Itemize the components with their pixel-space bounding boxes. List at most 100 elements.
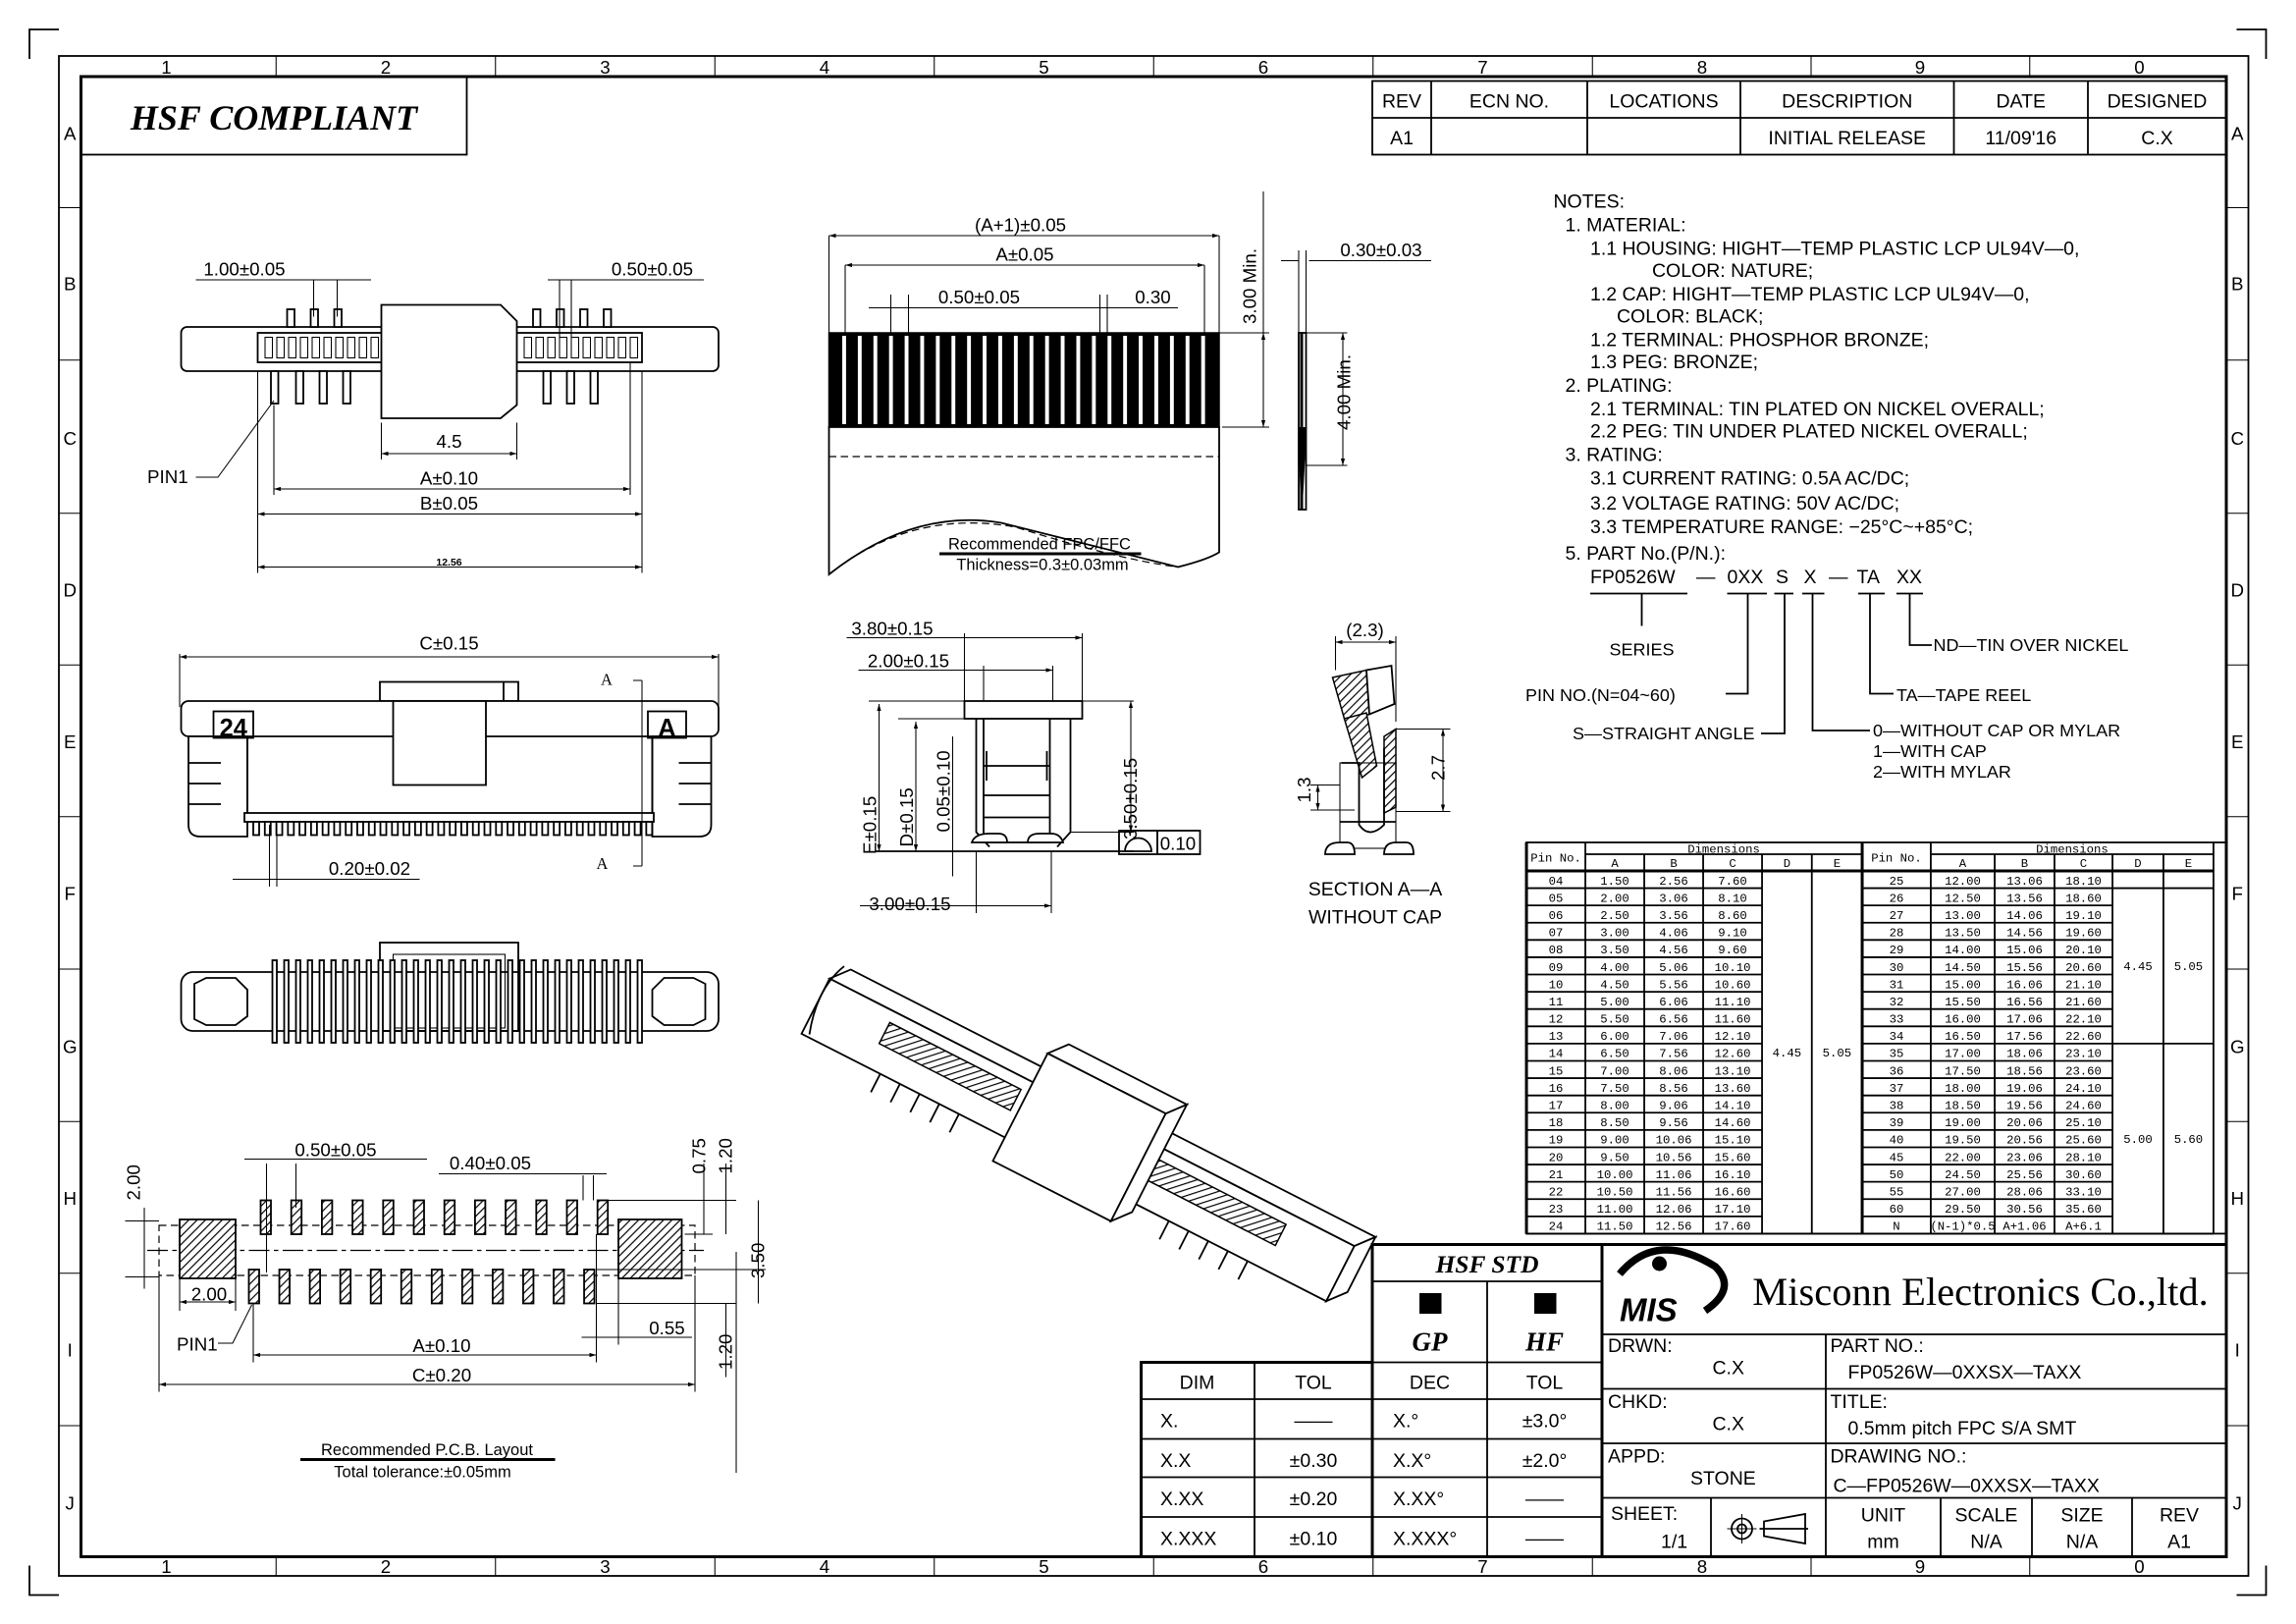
dimension-cell: 6.00 <box>1600 1030 1629 1044</box>
dimension-cell: (N-1)*0.5 <box>1930 1220 1995 1234</box>
terminal <box>460 821 468 837</box>
dimension-cell: 19.06 <box>2006 1082 2043 1096</box>
dimension-cell: 4.06 <box>1659 927 1687 941</box>
part-number-breakdown: FP0526W — 0XX S X — TA XX SERIES PIN NO.… <box>1525 567 2128 782</box>
dimension-cell: 29.50 <box>1945 1203 1981 1217</box>
terminal <box>449 821 457 837</box>
dimension-cell: 1.50 <box>1600 875 1629 889</box>
terminal <box>367 821 376 837</box>
dimension-cell: 12.00 <box>1945 875 1981 889</box>
dimension-cell: 8.50 <box>1600 1116 1629 1130</box>
dimension-column-header: C <box>2080 857 2087 871</box>
pin-count-cell: 35 <box>1890 1048 1904 1061</box>
drawn-by: C.X <box>1713 1357 1744 1379</box>
tolerance-value-cell: ±0.30 <box>1290 1450 1338 1472</box>
terminal <box>495 821 504 837</box>
grid-row-label: H <box>63 1188 77 1209</box>
pn-dash-2: — <box>1829 567 1848 588</box>
dimension-cell: 7.60 <box>1718 875 1746 889</box>
pn-pin-count: 0XX <box>1728 567 1764 588</box>
grid-row-label: C <box>2230 428 2244 449</box>
revision-header: DESIGNED <box>2108 90 2208 112</box>
pn-legend-packing: TA—TAPE REEL <box>1896 685 2031 705</box>
drawing-title: 0.5mm pitch FPC S/A SMT <box>1848 1418 2077 1439</box>
fpc-gap <box>1060 335 1065 424</box>
note-line: COLOR: NATURE; <box>1652 260 1813 282</box>
dimension-cell: 17.10 <box>1715 1203 1751 1217</box>
dimension-cell: 23.06 <box>2006 1151 2043 1164</box>
hsf-tol-cell: ±3.0° <box>1522 1410 1568 1432</box>
signal-pad <box>535 1199 548 1235</box>
fpc-thickness-note: Thickness=0.3±0.03mm <box>956 556 1128 573</box>
flatness-value: 0.10 <box>1160 833 1196 853</box>
dimension-cell: 16.10 <box>1715 1168 1751 1182</box>
terminal <box>287 821 295 837</box>
hsf-header: TOL <box>1526 1372 1564 1393</box>
peg-pad-right <box>617 1218 683 1279</box>
dimension-cell: 8.00 <box>1600 1100 1629 1113</box>
notes-title: NOTES: <box>1554 190 1626 212</box>
terminal <box>424 959 431 1044</box>
pin-count-cell: 22 <box>1549 1186 1564 1200</box>
grid-row-label: G <box>2230 1036 2245 1056</box>
grid-column-label: 3 <box>600 1556 610 1577</box>
gp-label: GP <box>1413 1326 1448 1356</box>
dimension-cell: 8.56 <box>1659 1082 1687 1096</box>
revision-header: DATE <box>1996 90 2046 112</box>
dimension-cell: 9.00 <box>1600 1134 1629 1148</box>
checked-label: CHKD: <box>1608 1391 1668 1413</box>
pin-count-cell: 15 <box>1549 1064 1564 1078</box>
dimension-cell: 5.06 <box>1659 961 1687 975</box>
pn-legend-cap-2: 2—WITH MYLAR <box>1873 762 2011 782</box>
fpc-gap <box>920 335 925 424</box>
terminal <box>437 821 446 837</box>
cap <box>380 303 518 419</box>
dimension-cell: 17.00 <box>1945 1048 1981 1061</box>
signal-pad <box>492 1269 505 1305</box>
contact <box>358 336 368 359</box>
signal-pad <box>382 1199 395 1235</box>
section-mark-top: A <box>601 670 613 688</box>
drawing-no: C—FP0526W—0XXSX—TAXX <box>1834 1475 2100 1496</box>
hsf-std-title: HSF STD <box>1434 1250 1538 1278</box>
pin-count-cell: 50 <box>1890 1168 1904 1182</box>
terminal <box>645 821 654 837</box>
dimension-cell: 24.60 <box>2065 1100 2102 1113</box>
dimension-d-cell: 4.45 <box>1773 1047 1801 1060</box>
dimension-column-header: E <box>2185 857 2192 871</box>
terminal <box>377 959 384 1044</box>
signal-pad <box>259 1199 272 1235</box>
bottom-view <box>180 942 720 1044</box>
hsf-dec-cell: X.° <box>1393 1410 1418 1432</box>
dim-0-55: 0.55 <box>649 1318 684 1338</box>
pin1-label: PIN1 <box>147 466 188 487</box>
pin-count-cell: 31 <box>1890 978 1904 992</box>
terminal <box>321 821 330 837</box>
terminal <box>518 959 525 1044</box>
tolerance-header: TOL <box>1295 1372 1332 1393</box>
top-view: 1.00±0.05 0.50±0.05 4.5 A±0.10 B±0.05 12… <box>147 258 720 573</box>
fpc-gap <box>842 335 846 424</box>
terminal-tail <box>603 308 613 328</box>
dimension-cell: 22.10 <box>2065 1013 2102 1027</box>
fpc-gap <box>1076 335 1081 424</box>
dimension-e-cell: 5.05 <box>2174 960 2203 974</box>
gp-square-icon <box>1419 1292 1442 1314</box>
pin-count-cell: 05 <box>1549 892 1564 905</box>
grid-column-label: 7 <box>1477 57 1487 78</box>
terminal <box>345 821 353 837</box>
contact <box>523 336 533 359</box>
dimension-cell: 8.10 <box>1718 892 1746 905</box>
terminal <box>400 959 407 1044</box>
terminal <box>575 821 584 837</box>
dimension-cell: 5.50 <box>1600 1013 1629 1027</box>
fpc-min-4: 4.00 Min. <box>1334 354 1355 430</box>
pin-count-cell: 11 <box>1549 996 1564 1009</box>
grid-column-label: 6 <box>1258 1556 1268 1577</box>
dimension-cell: 4.50 <box>1600 978 1629 992</box>
hsf-tol-cell: —— <box>1525 1528 1564 1549</box>
dimension-cell: 28.06 <box>2006 1186 2043 1200</box>
hsf-header: DEC <box>1410 1372 1450 1393</box>
